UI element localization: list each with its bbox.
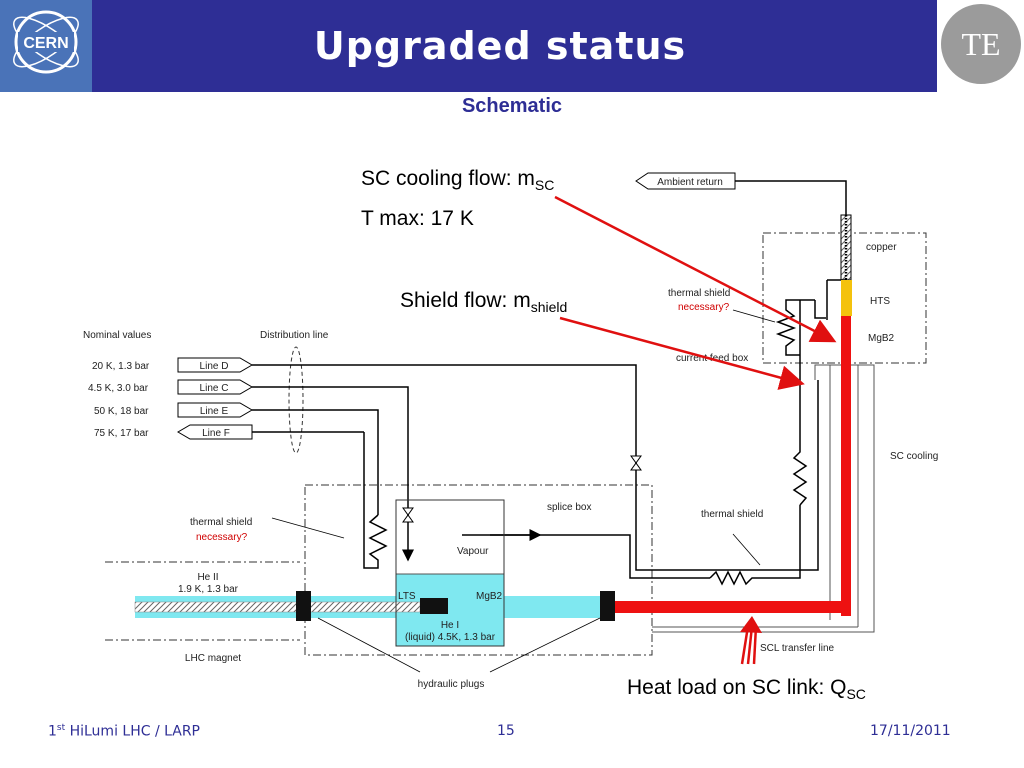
hts-label: HTS [870,296,890,307]
mgb2-link-vertical [841,316,851,616]
he-i-conditions: (liquid) 4.5K, 1.3 bar [405,632,496,643]
footer-conference: 1st HiLumi LHC / LARP [48,723,200,740]
footer-date: 17/11/2011 [870,723,951,739]
page-title: Upgraded status [313,24,687,68]
he-ii-label: He II [197,572,218,583]
line-f-box [177,424,253,440]
sc-cooling-flow-annotation: SC cooling flow: mSC [361,167,555,194]
shield-flow-arrow [559,316,805,390]
cern-logo-text: CERN [23,35,68,52]
sc-flow-arrow [554,195,837,343]
line-f-name: Line F [202,428,230,439]
line-d-value: 20 K, 1.3 bar [92,361,150,372]
line-e-name: Line E [200,406,229,417]
mgb2-top-label: MgB2 [868,333,895,344]
line-c-name: Line C [200,383,229,394]
sc-cooling-label: SC cooling [890,451,938,462]
transfer-line-enclosure [652,364,875,633]
mgb2-bottom-label: MgB2 [476,591,503,602]
ambient-return-label: Ambient return [657,177,723,188]
shield-flow-annotation: Shield flow: mshield [400,289,568,316]
lts-label: LTS [398,591,416,602]
he-ii-conditions: 1.9 K, 1.3 bar [178,584,239,595]
line-e-value: 50 K, 18 bar [94,406,149,417]
te-logo: TE [941,4,1021,84]
line-d-name: Line D [200,361,229,372]
distribution-line-header: Distribution line [260,330,329,341]
heat-load-annotation: Heat load on SC link: QSC [627,676,866,703]
title-banner [0,0,937,92]
distribution-line-marker [288,346,304,454]
footer-page-number: 15 [497,723,515,739]
necessary-top-label: necessary? [678,302,730,313]
hydraulic-plug-right [600,591,615,621]
tmax-annotation: T max: 17 K [361,207,474,230]
scl-transfer-line-label: SCL transfer line [760,643,835,654]
hydraulic-plug-left [296,591,311,621]
hydraulic-plugs-label: hydraulic plugs [418,679,485,690]
line-f-value: 75 K, 17 bar [94,428,149,439]
copper-label: copper [866,242,897,253]
vapour-label: Vapour [457,546,489,557]
necessary-left-label: necessary? [196,532,248,543]
line-d-box [177,357,253,373]
ambient-return-box [635,172,736,190]
line-e-box [177,402,253,418]
hts-segment [841,280,852,316]
thermal-shield-right-label: thermal shield [701,509,763,520]
thermal-shield-left-label: thermal shield [190,517,252,528]
nominal-values-header: Nominal values [83,330,151,341]
thermal-shield-top-label: thermal shield [668,288,730,299]
splice-box-label: splice box [547,502,591,513]
heat-load-arrows [740,616,762,665]
line-c-box [177,379,253,395]
cern-logo: CERN [0,0,92,92]
lhc-magnet-label: LHC magnet [185,653,241,664]
he-i-label: He I [441,620,459,631]
page-subtitle: Schematic [461,95,563,117]
line-c-value: 4.5 K, 3.0 bar [88,383,149,394]
